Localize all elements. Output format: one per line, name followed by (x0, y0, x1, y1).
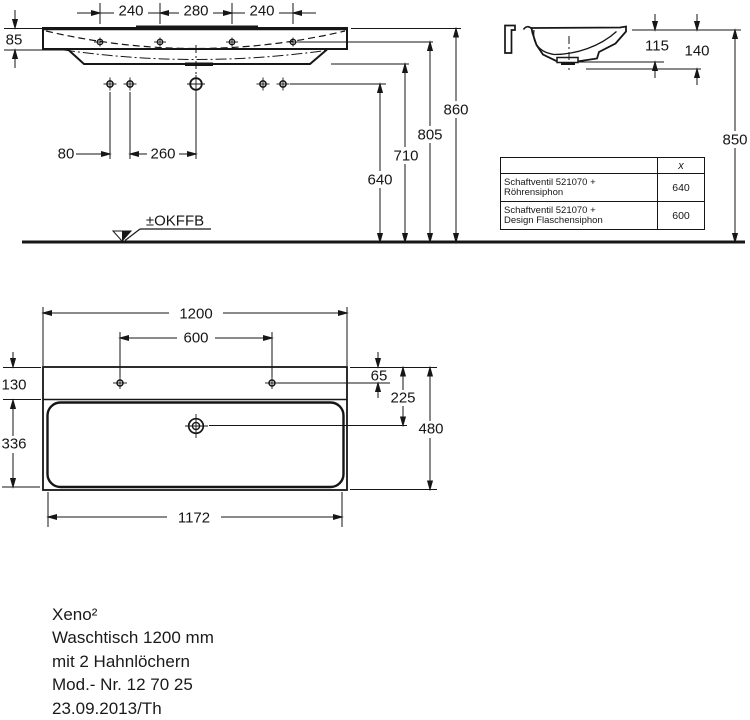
dim-805-label: 805 (417, 127, 442, 144)
okffb-label: ±OKFFB (146, 213, 204, 230)
outlet-boss-section (556, 56, 579, 64)
bowl-centerline-curve (63, 49, 330, 60)
dim-640-label: 640 (367, 172, 392, 189)
basin-underside-outline (67, 48, 328, 65)
hidden-bowl-curve (45, 30, 346, 50)
dim-280-label: 280 (183, 3, 208, 20)
dim-850-label: 850 (722, 132, 747, 149)
siphon-variant-table: x Schaftventil 521070 + Röhrensiphon 640… (500, 157, 705, 230)
side-section-view (504, 24, 741, 70)
plan-tap-holes (113, 377, 279, 389)
dim-1172-label: 1172 (178, 510, 210, 527)
floor-reference (22, 228, 745, 244)
siphon-name-line1: Schaftventil 521070 + (504, 204, 596, 216)
basin-face-outline (42, 27, 348, 50)
siphon-name-cell: Schaftventil 521070 + Röhrensiphon (500, 173, 658, 202)
siphon-name-line2: Röhrensiphon (504, 186, 564, 198)
tap-hole-note: mit 2 Hahnlöchern (52, 651, 190, 671)
mounting-holes (103, 77, 290, 91)
face-tap-holes (94, 37, 299, 47)
dim-225-label: 225 (390, 390, 415, 407)
model-number: Mod.- Nr. 12 70 25 (52, 675, 193, 695)
product-line-name: Xeno² (52, 605, 98, 624)
dim-480-label: 480 (418, 421, 443, 438)
date-author: 23.09.2013/Th (52, 698, 162, 718)
title-block: Xeno² Waschtisch 1200 mm mit 2 Hahnlöche… (52, 603, 312, 720)
dim-240-left-label: 240 (118, 3, 143, 20)
label-masks (0, 3, 750, 526)
dim-260-label: 260 (150, 146, 175, 163)
plan-view (2, 307, 437, 527)
drain-boss (185, 62, 213, 66)
dim-130-label: 130 (1, 377, 26, 394)
siphon-x-value-cell: 640 (657, 173, 705, 202)
siphon-name-cell: Schaftventil 521070 + Design Flaschensip… (500, 201, 658, 230)
front-elevation-view (42, 25, 461, 159)
dim-240-right-label: 240 (249, 3, 274, 20)
dim-336-label: 336 (1, 436, 26, 453)
dim-65-label: 65 (371, 368, 388, 385)
dim-115-label: 115 (645, 38, 669, 55)
back-rim-lip (522, 25, 533, 30)
dim-1200-label: 1200 (179, 306, 212, 323)
dim-140-label: 140 (684, 43, 709, 60)
table-header-empty-cell (500, 157, 658, 174)
dim-860-label: 860 (443, 102, 468, 119)
dimension-labels: 240 280 240 85 80 260 640 710 805 860 ±O… (1, 3, 747, 527)
bowl-inner-surface (533, 29, 617, 56)
basin-section-outline (530, 25, 627, 63)
wall-bracket-outline (504, 24, 516, 54)
table-row: Schaftventil 521070 + Röhrensiphon 640 (500, 173, 705, 202)
table-header-x-cell: x (657, 157, 705, 174)
table-row: Schaftventil 521070 + Design Flaschensip… (500, 201, 705, 230)
table-header-row: x (500, 157, 705, 174)
siphon-name-line1: Schaftventil 521070 + (504, 176, 596, 188)
dim-80-label: 80 (58, 146, 75, 163)
dim-710-label: 710 (393, 148, 418, 165)
bowl-inner-outline (46, 401, 345, 489)
siphon-name-line2: Design Flaschensiphon (504, 214, 603, 226)
product-description: Waschtisch 1200 mm (52, 628, 214, 648)
dim-85-label: 85 (6, 32, 23, 49)
plan-outer-outline (42, 366, 348, 491)
dim-600-label: 600 (183, 330, 208, 347)
siphon-x-value-cell: 600 (657, 201, 705, 230)
